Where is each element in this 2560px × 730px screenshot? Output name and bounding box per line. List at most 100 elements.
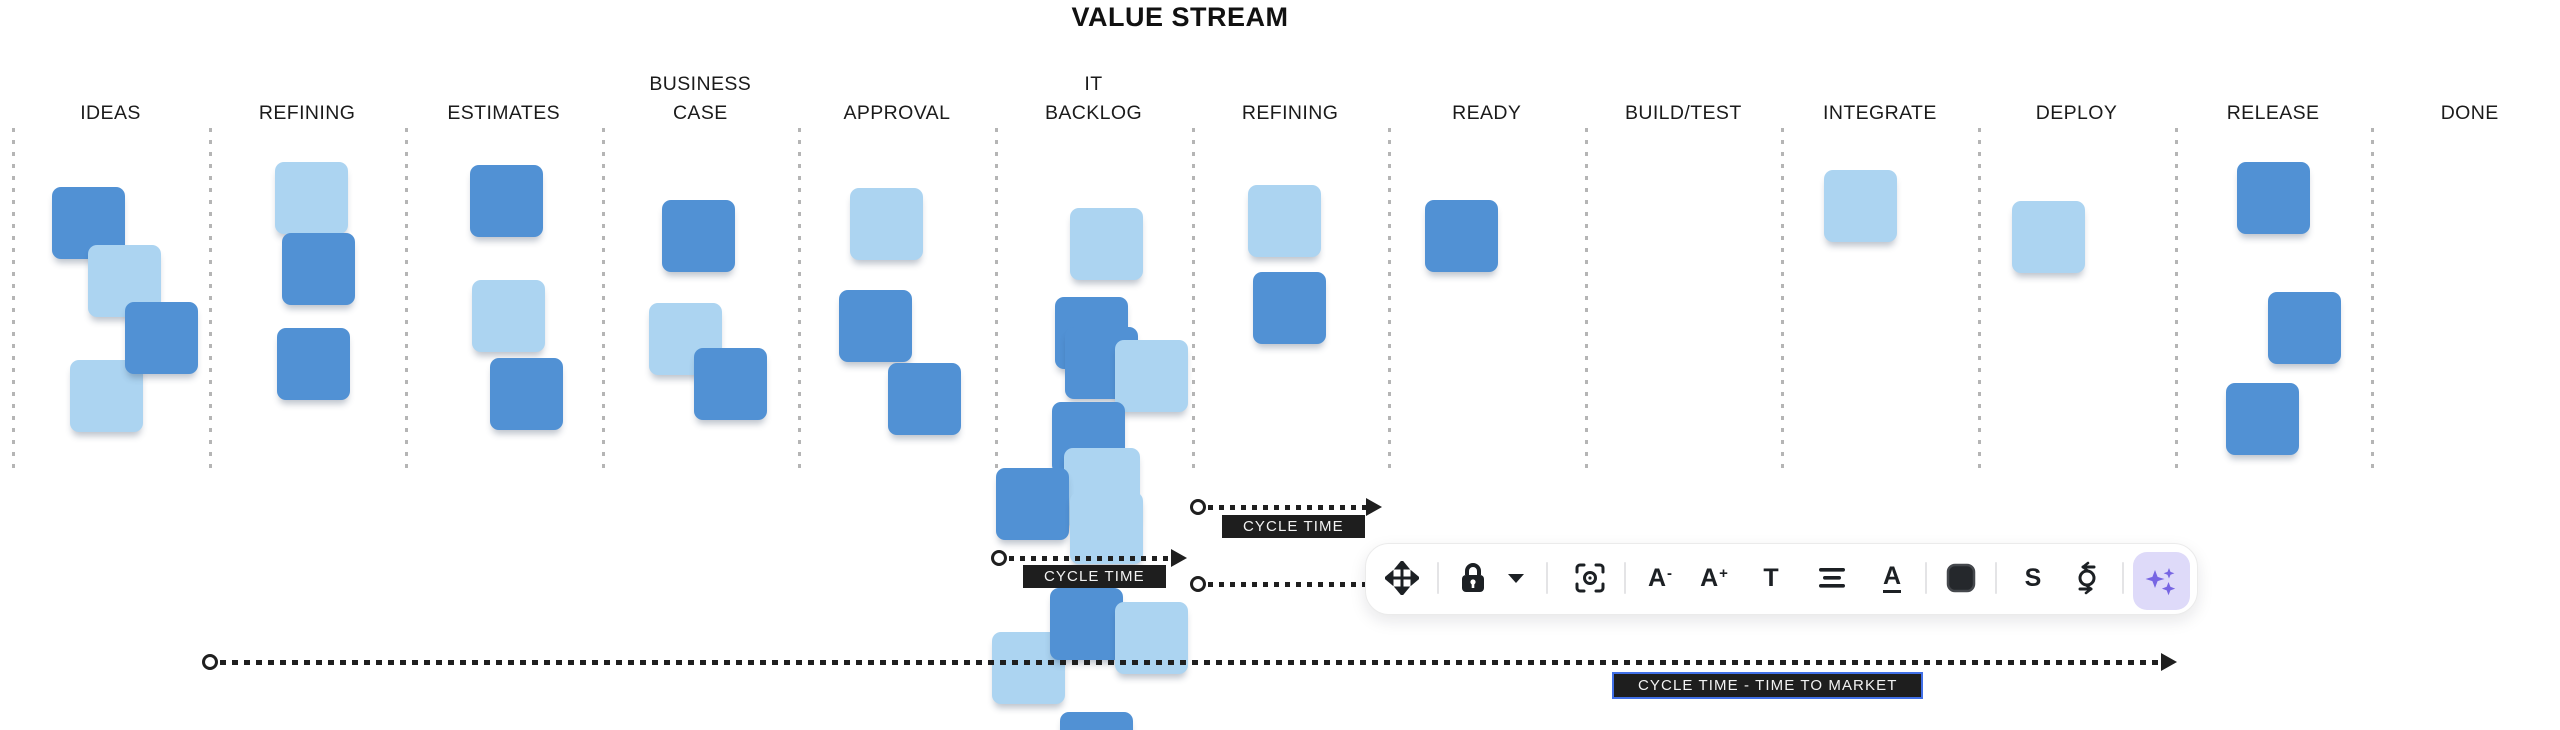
- toolbar-divider: [1995, 562, 1997, 594]
- sticky-note[interactable]: [490, 358, 563, 430]
- lock-options-button[interactable]: [1494, 556, 1538, 600]
- sticky-note[interactable]: [277, 328, 350, 400]
- toolbar-divider: [1546, 562, 1548, 594]
- sticky-note[interactable]: [850, 188, 923, 260]
- target-icon: [1573, 561, 1607, 595]
- column-header-refining[interactable]: REFINING: [258, 102, 356, 124]
- font-increase-button[interactable]: A+: [1692, 556, 1736, 600]
- column-separator: [2174, 128, 2178, 470]
- sticky-note[interactable]: [1425, 200, 1498, 272]
- sticky-note[interactable]: [470, 165, 543, 237]
- column-separator: [1584, 128, 1588, 470]
- toolbar-divider: [1624, 562, 1626, 594]
- sticky-note[interactable]: [2012, 201, 2085, 273]
- column-separator: [995, 128, 998, 470]
- board-title[interactable]: VALUE STREAM: [1071, 2, 1289, 32]
- sticky-note[interactable]: [472, 280, 545, 352]
- column-separator: [1781, 128, 1785, 470]
- sticky-note[interactable]: [125, 302, 198, 374]
- sticky-note[interactable]: [1070, 208, 1143, 280]
- font-decrease-button[interactable]: A-: [1638, 556, 1682, 600]
- lock-button[interactable]: [1451, 556, 1495, 600]
- chevron-down-icon: [1507, 572, 1525, 584]
- loop-icon: [2070, 561, 2104, 595]
- fill-color-button[interactable]: [1939, 556, 1983, 600]
- connector-line: [1208, 581, 1368, 587]
- connector-start-circle: [201, 653, 218, 670]
- connector-label[interactable]: CYCLE TIME: [1023, 565, 1166, 588]
- column-header-ready[interactable]: READY: [1452, 102, 1522, 124]
- text-style-button[interactable]: T: [1749, 556, 1793, 600]
- column-separator: [1388, 128, 1392, 470]
- connector-line: [220, 659, 2161, 665]
- sticky-note[interactable]: [1050, 588, 1123, 660]
- connector-arrowhead-icon: [1171, 549, 1187, 567]
- align-center-icon: [1817, 566, 1847, 590]
- column-separator: [2371, 128, 2375, 470]
- column-header-it-backlog[interactable]: IT BACKLOG: [1044, 73, 1143, 124]
- sticky-note[interactable]: [1115, 340, 1188, 412]
- sparkles-icon: [2142, 562, 2180, 600]
- sticky-note[interactable]: [839, 290, 912, 362]
- swatch-icon: [1946, 563, 1976, 593]
- text-color-button[interactable]: A: [1870, 556, 1914, 600]
- sticky-note[interactable]: [662, 200, 735, 272]
- size-modifier-glyph: +: [1719, 564, 1728, 582]
- link-button-glyph: S: [2024, 563, 2042, 592]
- column-separator: [798, 128, 802, 470]
- move-tool-button[interactable]: [1380, 556, 1424, 600]
- column-header-approval[interactable]: APPROVAL: [843, 102, 951, 124]
- toolbar-divider: [2122, 562, 2124, 594]
- connector-arrowhead-icon: [1366, 498, 1382, 516]
- sticky-note[interactable]: [1070, 492, 1143, 564]
- sticky-note[interactable]: [888, 363, 961, 435]
- sticky-note[interactable]: [282, 233, 355, 305]
- sticky-note[interactable]: [694, 348, 767, 420]
- connector-start-circle: [990, 549, 1007, 566]
- column-header-ideas[interactable]: IDEAS: [80, 102, 141, 124]
- column-header-integrate[interactable]: INTEGRATE: [1823, 102, 1937, 124]
- sticky-note[interactable]: [1248, 185, 1321, 257]
- connector-label[interactable]: CYCLE TIME: [1222, 515, 1365, 538]
- sticky-note[interactable]: [2237, 162, 2310, 234]
- column-separator: [208, 128, 212, 470]
- connector-label[interactable]: CYCLE TIME - TIME TO MARKET: [1612, 672, 1924, 699]
- toolbar-divider: [1437, 562, 1439, 594]
- sticky-note[interactable]: [2268, 292, 2341, 364]
- sticky-note[interactable]: [1253, 272, 1326, 344]
- sticky-note[interactable]: [1824, 170, 1897, 242]
- connector-line: [1208, 504, 1366, 510]
- column-header-business-case[interactable]: BUSINESS CASE: [649, 73, 752, 124]
- connector-arrowhead-icon: [2161, 653, 2177, 671]
- link-button[interactable]: S: [2011, 556, 2055, 600]
- font-decrease-button-glyph: A-: [1647, 563, 1673, 592]
- connector-start-circle: [1189, 498, 1206, 515]
- sticky-note[interactable]: [1060, 712, 1133, 730]
- connector-line: [1009, 555, 1171, 561]
- ai-assist-button[interactable]: [2132, 552, 2190, 610]
- connector-start-circle: [1189, 575, 1206, 592]
- column-header-done[interactable]: DONE: [2440, 102, 2499, 124]
- loop-connector-button[interactable]: [2065, 556, 2109, 600]
- text-style-button-glyph: T: [1763, 563, 1779, 592]
- text-color-button-glyph: A: [1882, 563, 1902, 593]
- font-increase-button-glyph: A+: [1700, 563, 1728, 592]
- column-header-release[interactable]: RELEASE: [2226, 102, 2320, 124]
- column-separator: [1978, 128, 1981, 470]
- text-align-button[interactable]: [1810, 556, 1854, 600]
- column-header-refining[interactable]: REFINING: [1241, 102, 1339, 124]
- column-separator: [1191, 128, 1195, 470]
- sticky-note[interactable]: [996, 468, 1069, 540]
- sticky-note[interactable]: [2226, 383, 2299, 455]
- sticky-note[interactable]: [275, 162, 348, 234]
- column-header-deploy[interactable]: DEPLOY: [2035, 102, 2118, 124]
- column-header-estimates[interactable]: ESTIMATES: [447, 102, 561, 124]
- column-header-build/test[interactable]: BUILD/TEST: [1624, 102, 1742, 124]
- focus-frame-button[interactable]: [1568, 556, 1612, 600]
- column-separator: [601, 128, 605, 470]
- lock-icon: [1458, 562, 1488, 594]
- floating-toolbar: [1365, 543, 2198, 615]
- move-icon: [1385, 561, 1419, 595]
- column-separator: [12, 128, 15, 470]
